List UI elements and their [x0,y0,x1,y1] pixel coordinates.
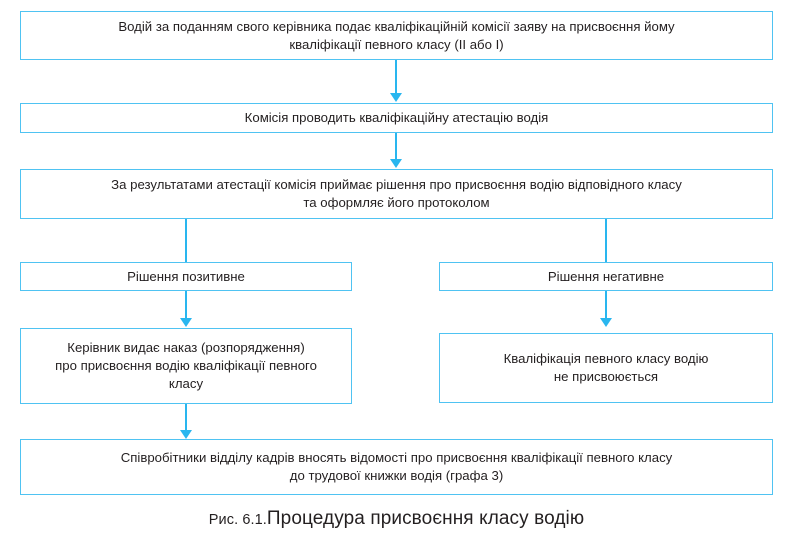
node-attestation: Комісія проводить кваліфікаційну атестац… [20,103,773,133]
arrowhead-application-to-attestation [390,93,402,102]
arrowhead-order-to-hr-record [180,430,192,439]
figure-caption: Рис. 6.1.Процедура присвоєння класу воді… [0,508,793,530]
node-not-assigned: Кваліфікація певного класу водію не прис… [439,333,773,403]
node-decision: За результатами атестації комісія прийма… [20,169,773,219]
arrowhead-negative-to-not-assigned [600,318,612,327]
node-decision-negative: Рішення негативне [439,262,773,291]
connector-attestation-to-decision [395,133,397,161]
node-decision-positive: Рішення позитивне [20,262,352,291]
connector-negative-to-not-assigned [605,291,607,320]
node-hr-record: Співробітники відділу кадрів вносять від… [20,439,773,495]
connector-order-to-hr-record [185,404,187,432]
connector-decision-to-positive [185,219,187,262]
arrowhead-positive-to-order [180,318,192,327]
figure-caption-title: Процедура присвоєння класу водію [266,508,585,529]
connector-positive-to-order [185,291,187,320]
node-application: Водій за поданням свого керівника подає … [20,11,773,60]
figure-caption-number: Рис. 6.1. [208,512,267,528]
connector-decision-to-negative [605,219,607,262]
node-order-issued: Керівник видає наказ (розпорядження) про… [20,328,352,404]
arrowhead-attestation-to-decision [390,159,402,168]
connector-application-to-attestation [395,60,397,94]
